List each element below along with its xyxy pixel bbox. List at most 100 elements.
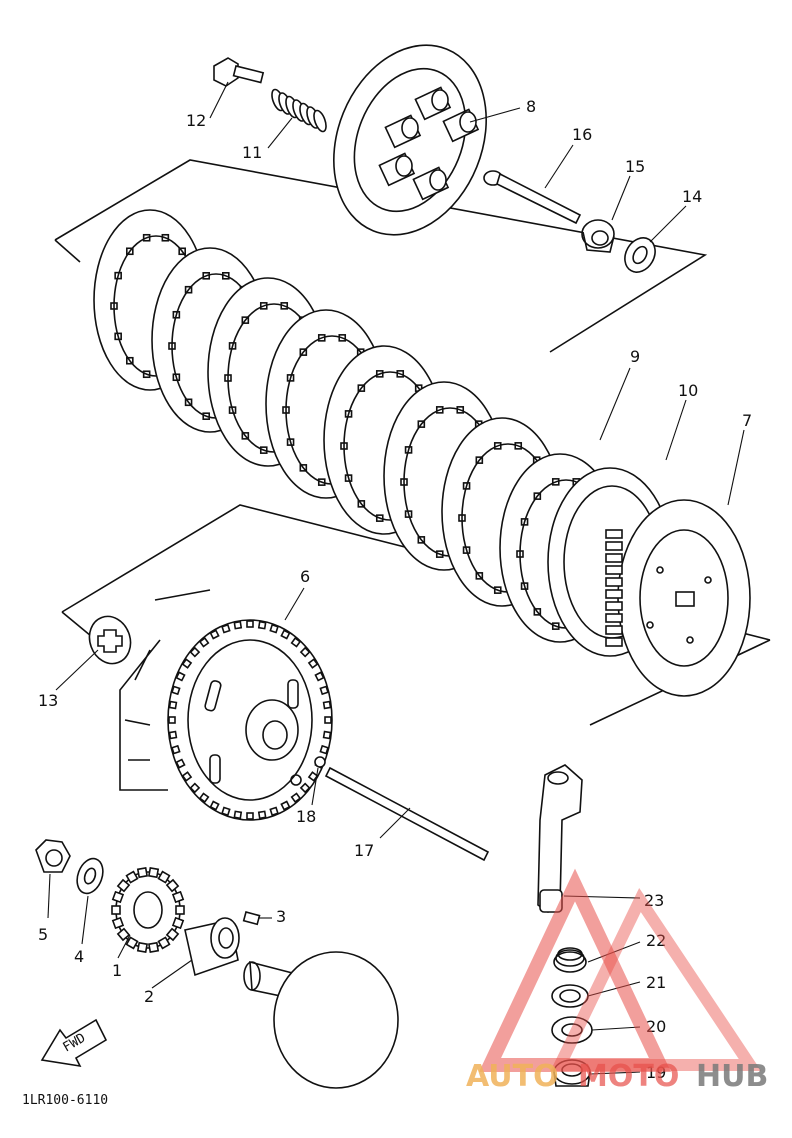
housing-tooth [314,671,325,682]
housing-tooth [280,800,291,811]
gear-tooth [125,936,139,950]
ball-part [314,756,326,768]
plate-tab [344,474,353,482]
label-part-22: 22 [646,931,666,950]
plate-tab [126,247,134,256]
gear-tooth [125,870,139,884]
label-part-1: 1 [112,961,122,980]
housing-tooth [209,800,220,811]
plate-tab [375,514,384,522]
housing-tooth [168,716,176,724]
boss-spline [605,625,623,635]
housing-tooth [307,658,319,669]
label-part-11: 11 [242,143,262,162]
housing-tooth [209,629,220,640]
housing-tooth [168,730,178,740]
watermark-text-hub: HUB [696,1059,768,1094]
plate-tab [462,546,471,554]
label-part-17: 17 [354,841,374,860]
plate-tab [168,342,176,350]
plate-tab [404,510,413,518]
gear-tooth [165,927,180,942]
plate-tab [493,586,502,594]
plate-tab [317,334,326,342]
housing-tooth [181,771,193,782]
plate-tab [458,514,466,522]
gear-tooth [171,890,185,904]
housing-tooth [198,637,210,648]
friction-plate-stack [93,209,673,657]
washer-small-part [551,984,589,1008]
boss-spline [605,529,623,539]
push-lever-shaft-part [537,764,583,913]
housing-tooth [290,792,302,803]
label-part-5: 5 [38,925,48,944]
plate-tab [435,406,444,414]
plate-tab [286,438,295,446]
housing-tooth [246,620,254,628]
label-part-8: 8 [526,97,536,116]
label-part-12: 12 [186,111,206,130]
push-rod-part [483,170,582,225]
plate-tab [184,285,193,294]
label-part-2: 2 [144,987,154,1006]
label-part-14: 14 [682,187,702,206]
boss-spline [605,601,623,611]
plate-tab [172,310,181,319]
gear-tooth [171,916,185,930]
housing-tooth [198,792,210,803]
plate-tab [114,332,122,341]
plate-tab [404,446,413,454]
pressure-plate-boss-hole [459,111,477,133]
label-part-13: 13 [38,691,58,710]
housing-tooth [307,771,319,782]
plate-tab [396,370,405,378]
housing-tooth [257,810,267,820]
plate-tab [178,247,186,256]
housing-tooth [322,700,332,710]
plate-tab [462,482,471,490]
plate-tab [400,478,408,486]
housing-tooth [246,812,254,820]
plate-tab [259,302,268,310]
boss-spline [605,577,623,587]
housing-tooth [269,623,279,634]
housing-tooth [175,758,186,769]
label-part-16: 16 [572,125,592,144]
plate-tab [357,500,366,508]
pressure-plate-boss-hole [401,117,419,139]
plate-tab [184,398,193,407]
boss-spline [605,589,623,599]
plate-tab [520,582,529,590]
gear-tooth [116,878,131,893]
plate-tab [417,536,426,544]
boss-spline [605,613,623,623]
plate-tab [224,374,232,382]
plate-tab [259,446,268,454]
plate-tab [520,518,529,526]
collar-part [184,917,240,977]
gear-tooth [136,941,149,953]
plate-tab [340,442,348,450]
lock-washer-part [88,615,132,665]
plate-tab [357,384,366,392]
plate-tab [142,233,151,242]
spring-part [271,88,327,133]
gear-tooth [111,916,125,930]
plate-tab [456,406,465,414]
label-part-9: 9 [630,347,640,366]
housing-tooth [257,620,267,630]
plate-tab [475,456,484,464]
plate-tab [551,622,560,630]
plate-tab [126,356,134,365]
clutch-housing-part [119,589,333,821]
plate-tab [375,370,384,378]
watermark-text-auto: AUTO [466,1059,559,1094]
housing-tooth [269,806,279,817]
plate-tab [228,342,237,350]
housing-tooth [171,685,181,696]
drive-gear-part [111,867,185,953]
washer-part [624,237,656,273]
plate-tab [417,420,426,428]
pressure-plate-boss-hole [395,155,413,177]
